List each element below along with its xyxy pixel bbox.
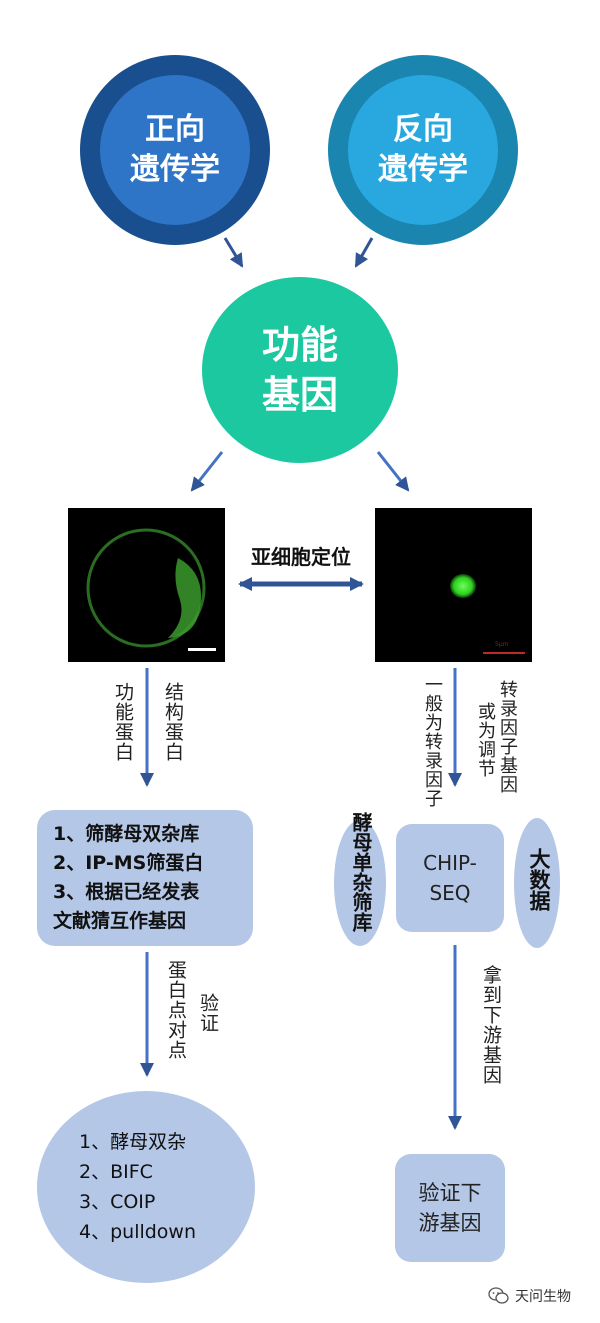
method-item: 文献猜互作基因: [53, 910, 187, 932]
functional-gene-line1: 功能: [261, 323, 338, 367]
big-data-ellipse: 大数据: [514, 818, 560, 948]
reverse-genetics-circle: 反向 遗传学: [328, 55, 518, 245]
nucleus-cell-image: 5μm: [450, 574, 525, 654]
yeast-one-hybrid-ellipse: 酵母单杂筛库: [334, 812, 386, 946]
big-data-label: 大数据: [527, 848, 551, 911]
arrow-reverse-to-gene: [354, 237, 374, 268]
verify-downstream-line1: 验证下: [418, 1181, 482, 1205]
verify-downstream-line2: 游基因: [418, 1211, 482, 1235]
verify-method-item: 2、BIFC: [79, 1161, 153, 1183]
wechat-icon: [488, 1287, 509, 1304]
verify-methods-list: 1、酵母双杂 2、BIFC 3、COIP 4、pulldown: [79, 1127, 196, 1247]
verify-label-point-to-point: 蛋白点对点: [165, 960, 187, 1060]
membrane-cell-image: [86, 528, 216, 651]
left-edge-label-functional-protein: 功能蛋白: [112, 682, 134, 762]
arrow-gene-to-right: [376, 451, 410, 492]
forward-genetics-inner: 正向 遗传学: [100, 75, 250, 225]
micrograph-nucleus: 5μm: [375, 508, 532, 662]
interaction-methods-list: 1、筛酵母双杂库 2、IP-MS筛蛋白 3、根据已经发表 文献猜互作基因: [53, 820, 203, 936]
watermark-text: 天问生物: [515, 1289, 571, 1305]
chip-seq-text: CHIP- SEQ: [423, 848, 477, 908]
verify-method-item: 3、COIP: [79, 1191, 156, 1213]
forward-genetics-circle: 正向 遗传学: [80, 55, 270, 245]
verify-method-item: 1、酵母双杂: [79, 1131, 187, 1153]
method-item: 3、根据已经发表: [53, 881, 200, 903]
method-item: 1、筛酵母双杂库: [53, 823, 200, 845]
right-edge-label-tf-gene: 转录因子基因: [497, 680, 518, 794]
chip-seq-box: CHIP- SEQ: [396, 824, 504, 932]
forward-genetics-line1: 正向: [145, 112, 205, 147]
functional-gene-line2: 基因: [261, 373, 338, 417]
micrograph-membrane: [68, 508, 225, 662]
yeast-one-hybrid-label: 酵母单杂筛库: [349, 812, 373, 932]
reverse-genetics-line1: 反向: [393, 112, 453, 147]
arrow-forward-to-gene: [223, 237, 244, 268]
left-edge-label-structural-protein: 结构蛋白: [162, 682, 184, 762]
verify-downstream-box: 验证下 游基因: [395, 1154, 505, 1262]
method-item: 2、IP-MS筛蛋白: [53, 852, 204, 874]
interaction-methods-box: 1、筛酵母双杂库 2、IP-MS筛蛋白 3、根据已经发表 文献猜互作基因: [37, 810, 253, 946]
verify-methods-ellipse: 1、酵母双杂 2、BIFC 3、COIP 4、pulldown: [37, 1091, 255, 1283]
localization-label: 亚细胞定位: [251, 545, 351, 569]
right-edge-label-or-regulator: 或为调节: [475, 702, 496, 778]
downstream-gene-label: 拿到下游基因: [480, 965, 502, 1085]
scale-bar-text: 5μm: [495, 641, 509, 648]
reverse-genetics-inner: 反向 遗传学: [348, 75, 498, 225]
watermark: 天问生物: [488, 1286, 571, 1306]
reverse-genetics-line2: 遗传学: [378, 152, 468, 187]
verify-downstream-text: 验证下 游基因: [419, 1178, 482, 1238]
arrow-gene-to-left: [190, 451, 224, 492]
chip-seq-line2: SEQ: [429, 881, 471, 905]
chip-seq-line1: CHIP-: [423, 851, 477, 875]
verify-method-item: 4、pulldown: [79, 1221, 197, 1243]
forward-genetics-line2: 遗传学: [130, 152, 220, 187]
verify-label-verify: 验证: [197, 993, 219, 1033]
functional-gene-circle: 功能 基因: [202, 277, 398, 463]
right-edge-label-transcription-factor: 一般为转录因子: [422, 675, 443, 808]
